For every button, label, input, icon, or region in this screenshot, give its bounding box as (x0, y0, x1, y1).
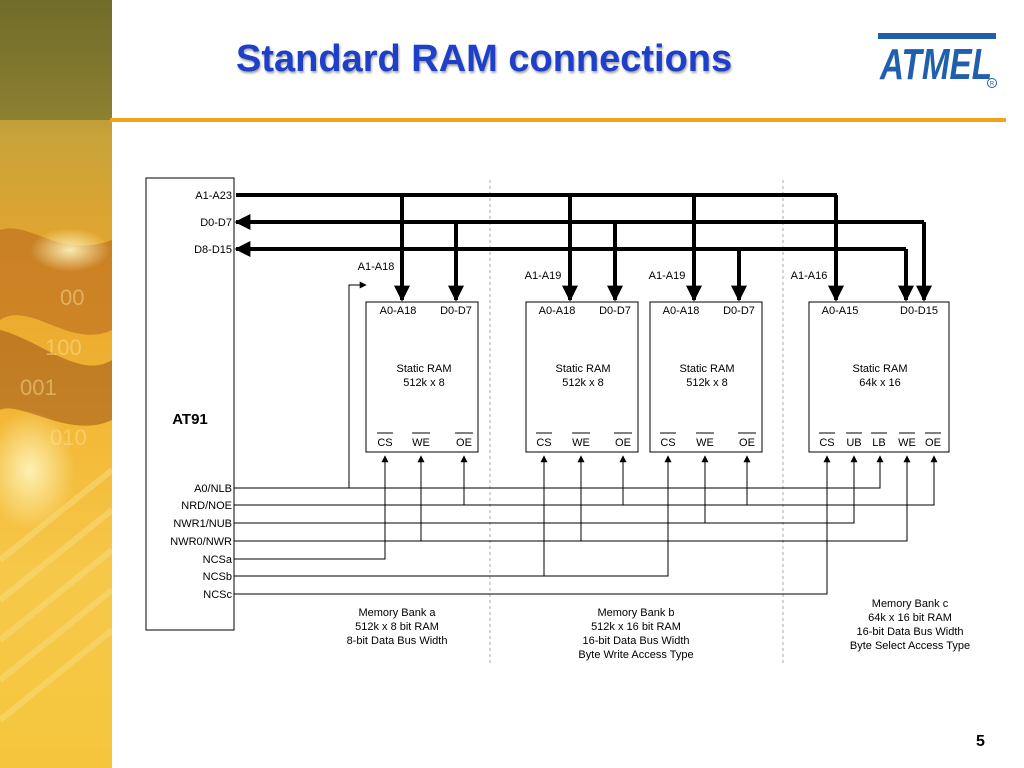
wire-nwr1-nub (234, 455, 858, 524)
chip-size: 512k x 8 (686, 377, 728, 389)
ram-chip-bank-a: A0-A18 D0-D7 Static RAM 512k x 8 CS WE O… (365, 301, 479, 453)
wire-ncsb (234, 455, 672, 577)
page-number: 5 (976, 733, 985, 750)
ram-chip-bank-b-low: A0-A18 D0-D7 Static RAM 512k x 8 CS WE O… (525, 301, 639, 453)
svg-text:00: 00 (60, 285, 84, 310)
chip-control-pin: CS (536, 437, 551, 449)
cpu-signal-label: NRD/NOE (181, 500, 232, 512)
at91-cpu-block (145, 177, 235, 631)
ram-chip-bank-c: A0-A15 D0-D15 Static RAM 64k x 16 CS UB … (808, 301, 950, 453)
bank-line: 16-bit Data Bus Width (857, 626, 964, 638)
bank-line: 512k x 16 bit RAM (591, 621, 681, 633)
chip-type: Static RAM (679, 363, 734, 375)
bank-line: 8-bit Data Bus Width (347, 635, 448, 647)
chip-control-pin: LB (872, 437, 885, 449)
wire-a0-nlb (234, 281, 367, 489)
title-underline (110, 118, 1006, 122)
chip-control-pin: WE (412, 437, 430, 449)
chip-data-pin: D0-D15 (900, 305, 938, 317)
decorative-side-strip: 00 100 001 010 (0, 0, 112, 768)
bank-line: Memory Bank c (872, 598, 949, 610)
chip-size: 512k x 8 (403, 377, 445, 389)
bank-line: 512k x 8 bit RAM (355, 621, 439, 633)
chip-type: Static RAM (396, 363, 451, 375)
chip-control-pin: OE (615, 437, 631, 449)
bus-label: A1-A18 (358, 261, 395, 273)
svg-text:010: 010 (50, 425, 87, 450)
cpu-signal-label: D8-D15 (194, 244, 232, 256)
svg-text:100: 100 (45, 335, 82, 360)
chip-control-pin: OE (456, 437, 472, 449)
cpu-signal-label: NWR1/NUB (173, 518, 232, 530)
chip-address-pin: A0-A18 (663, 305, 700, 317)
chip-control-pin: WE (696, 437, 714, 449)
ram-chip-bank-b-high: A0-A18 D0-D7 Static RAM 512k x 8 CS WE O… (649, 301, 763, 453)
chip-control-pin: CS (377, 437, 392, 449)
bank-a-description: Memory Bank a 512k x 8 bit RAM 8-bit Dat… (347, 607, 448, 647)
svg-text:ATMEL: ATMEL (879, 40, 992, 89)
chip-address-pin: A0-A18 (380, 305, 417, 317)
chip-type: Static RAM (555, 363, 610, 375)
bank-line: Byte Select Access Type (850, 640, 970, 652)
chip-control-pin: WE (898, 437, 916, 449)
slide-title: Standard RAM connections (236, 38, 733, 80)
cpu-name: AT91 (172, 411, 208, 428)
cpu-signal-label: A1-A23 (195, 190, 232, 202)
wire-nwr0-nwr (234, 455, 911, 542)
bus-label: A1-A19 (525, 270, 562, 282)
chip-size: 512k x 8 (562, 377, 604, 389)
chip-address-pin: A0-A15 (822, 305, 859, 317)
cpu-signal-label: NCSc (203, 589, 232, 601)
chip-type: Static RAM (852, 363, 907, 375)
bank-c-description: Memory Bank c 64k x 16 bit RAM 16-bit Da… (850, 598, 970, 652)
svg-text:R: R (990, 82, 995, 88)
bus-label: A1-A16 (791, 270, 828, 282)
cpu-signal-label: NCSb (203, 571, 232, 583)
bus-label: A1-A19 (649, 270, 686, 282)
bank-line: Memory Bank a (358, 607, 436, 619)
chip-size: 64k x 16 (859, 377, 901, 389)
chip-data-pin: D0-D7 (440, 305, 472, 317)
chip-data-pin: D0-D7 (723, 305, 755, 317)
chip-control-pin: CS (660, 437, 675, 449)
bank-line: 64k x 16 bit RAM (868, 612, 952, 624)
cpu-signal-label: A0/NLB (194, 483, 232, 495)
cpu-signal-label: D0-D7 (200, 217, 232, 229)
wire-ncsc (234, 455, 831, 595)
chip-control-pin: WE (572, 437, 590, 449)
bank-line: Byte Write Access Type (578, 649, 693, 661)
chip-control-pin: OE (739, 437, 755, 449)
chip-control-pin: OE (925, 437, 941, 449)
chip-address-pin: A0-A18 (539, 305, 576, 317)
bank-b-description: Memory Bank b 512k x 16 bit RAM 16-bit D… (578, 607, 693, 661)
bank-line: 16-bit Data Bus Width (583, 635, 690, 647)
svg-text:001: 001 (20, 375, 57, 400)
chip-control-pin: CS (819, 437, 834, 449)
cpu-signal-label: NWR0/NWR (170, 536, 232, 548)
atmel-logo: ATMEL R (878, 33, 997, 89)
wire-nrd-noe (234, 455, 938, 506)
bank-line: Memory Bank b (597, 607, 674, 619)
chip-control-pin: UB (846, 437, 861, 449)
wire-a0-nlb-lb (349, 455, 884, 489)
cpu-signal-label: NCSa (203, 554, 233, 566)
chip-data-pin: D0-D7 (599, 305, 631, 317)
wire-ncsa (234, 455, 389, 560)
